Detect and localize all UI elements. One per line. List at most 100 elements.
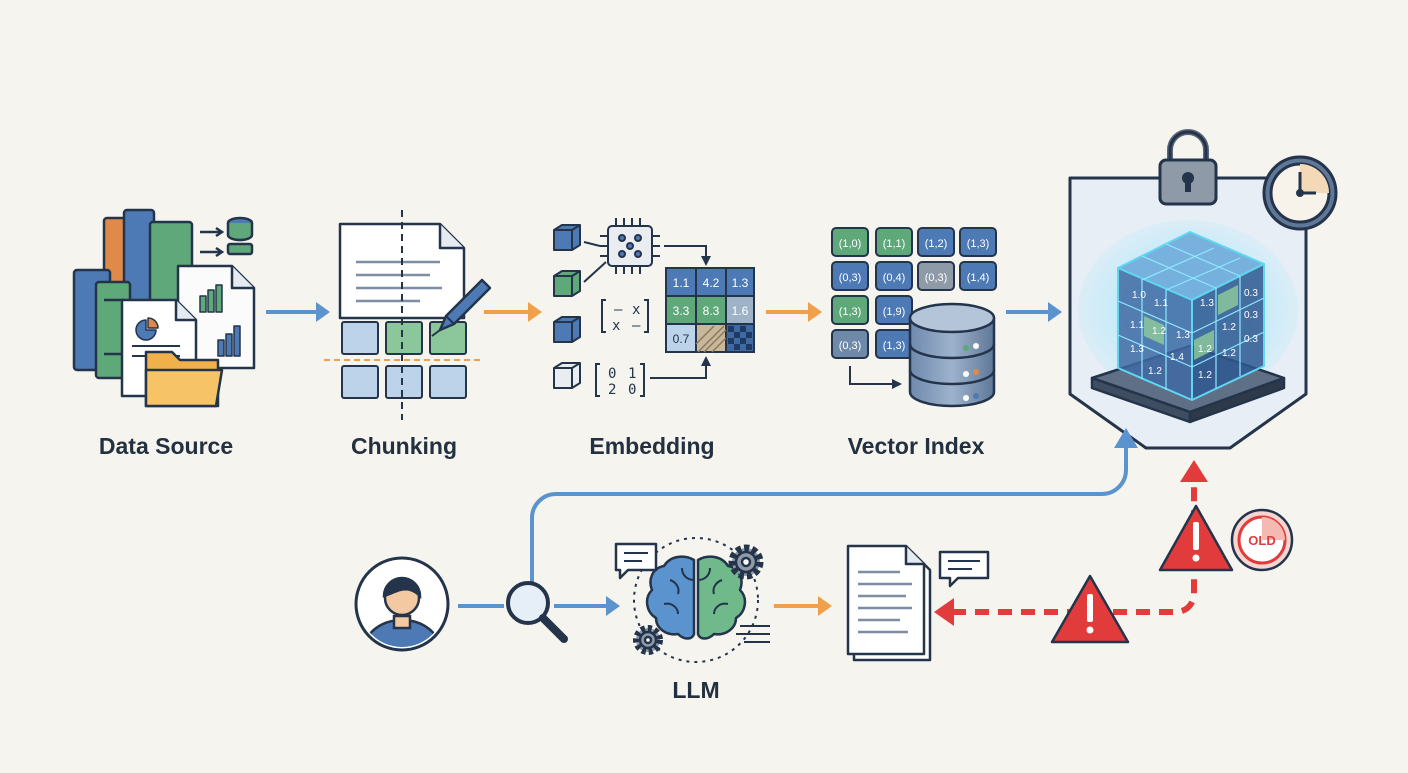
cube-value: 1.4 bbox=[1170, 352, 1184, 363]
cube-value: 1.2 bbox=[1198, 370, 1212, 381]
warning-icon bbox=[1158, 504, 1234, 572]
chat-icon bbox=[938, 550, 990, 588]
database-icon bbox=[200, 216, 254, 258]
arrow-head bbox=[606, 596, 620, 616]
matrix-cell: x bbox=[632, 302, 640, 318]
cube-icon bbox=[553, 316, 581, 343]
vector-cell: (1,4) bbox=[967, 272, 990, 284]
label-llm: LLM bbox=[672, 677, 720, 703]
grid-cell: 8.3 bbox=[703, 304, 720, 318]
cube-value: 1.2 bbox=[1152, 326, 1166, 337]
cube-value: 1.2 bbox=[1198, 344, 1212, 355]
cube-value: 0.3 bbox=[1244, 310, 1258, 321]
scissors-icon bbox=[431, 278, 492, 337]
connector bbox=[650, 356, 711, 379]
matrix-cell: 0 bbox=[628, 382, 636, 398]
grid-cell: 1.3 bbox=[732, 276, 749, 290]
warning-icon bbox=[1050, 574, 1130, 644]
matrix-cell: 0 bbox=[608, 366, 616, 382]
llm-orbit bbox=[633, 537, 759, 663]
cube-value: 1.3 bbox=[1176, 330, 1190, 341]
search-icon bbox=[506, 581, 568, 643]
grid-cell: 1.1 bbox=[673, 276, 690, 290]
cube-value: 1.2 bbox=[1222, 322, 1236, 333]
connector bbox=[849, 366, 902, 389]
vector-cell: (1,3) bbox=[839, 306, 862, 318]
data-cube bbox=[1117, 231, 1265, 401]
vector-cell: (0,4) bbox=[883, 272, 906, 284]
arrow-head bbox=[1114, 428, 1138, 448]
vector-cell: (1,2) bbox=[925, 238, 948, 250]
cube-value: 1.0 bbox=[1132, 290, 1146, 301]
llm-group bbox=[614, 537, 770, 663]
clock-icon bbox=[1262, 155, 1338, 231]
cube-value: 1.2 bbox=[1222, 348, 1236, 359]
connector bbox=[583, 261, 607, 283]
chart-document-icon bbox=[120, 264, 256, 398]
embedding-group: – x x – 0 1 2 0 1.1 4.2 1.3 bbox=[553, 218, 755, 398]
label-embedding: Embedding bbox=[589, 433, 715, 459]
chip-icon bbox=[600, 218, 660, 274]
label-vector-index: Vector Index bbox=[847, 433, 985, 459]
matrix-cell: – bbox=[632, 318, 641, 334]
old-badge-icon: OLD bbox=[1230, 508, 1294, 572]
cube-value: 1.3 bbox=[1130, 344, 1144, 355]
cube-value: 1.1 bbox=[1154, 298, 1168, 309]
connector bbox=[664, 245, 711, 266]
vector-cells bbox=[831, 227, 997, 359]
stale-data-path bbox=[952, 480, 1197, 615]
grid-cell: 0.7 bbox=[673, 332, 690, 346]
vector-cell: (0,3) bbox=[839, 340, 862, 352]
grid-cell: 4.2 bbox=[703, 276, 720, 290]
connector bbox=[583, 241, 601, 247]
matrix-cell: 1 bbox=[628, 366, 636, 382]
arrow-head bbox=[316, 302, 330, 322]
document-icon bbox=[846, 544, 932, 662]
cube-icon bbox=[553, 362, 581, 389]
arrow-head bbox=[1180, 460, 1208, 482]
arrow-head bbox=[528, 302, 542, 322]
database-icon bbox=[908, 302, 996, 408]
cube-value: 1.2 bbox=[1148, 366, 1162, 377]
label-data-source: Data Source bbox=[98, 433, 234, 459]
vector-index-group: (1,0) (1,1) (1,2) (1,3) (0,3) (0,4) (0,3… bbox=[831, 227, 997, 408]
cube-value: 0.3 bbox=[1244, 334, 1258, 345]
matrix-cell: 2 bbox=[608, 382, 616, 398]
grid-cell: 3.3 bbox=[673, 304, 690, 318]
secure-vector-store: 1.0 1.1 1.3 0.3 1.1 1.3 1.2 0.3 1.3 1.2 … bbox=[1068, 129, 1338, 450]
embedding-grid bbox=[665, 267, 755, 353]
cube-value: 0.3 bbox=[1244, 288, 1258, 299]
vector-cell: (1,1) bbox=[883, 238, 906, 250]
cube-icons bbox=[553, 224, 581, 389]
arrow-head bbox=[808, 302, 822, 322]
vector-cell: (0,3) bbox=[925, 272, 948, 284]
retrieval-path bbox=[530, 446, 1128, 592]
lock-icon bbox=[1158, 129, 1218, 206]
arrow-head bbox=[818, 596, 832, 616]
arrow-head bbox=[1048, 302, 1062, 322]
text-lines-icon bbox=[736, 625, 770, 643]
vector-cell: (1,0) bbox=[839, 238, 862, 250]
label-chunking: Chunking bbox=[350, 433, 458, 459]
old-badge-label: OLD bbox=[1248, 533, 1275, 548]
data-source-group bbox=[72, 208, 256, 408]
cube-icon bbox=[553, 224, 581, 251]
vector-cell: (1,3) bbox=[967, 238, 990, 250]
user-icon bbox=[354, 556, 450, 652]
matrix-cell: – bbox=[614, 302, 623, 318]
arrow-head bbox=[934, 598, 954, 626]
matrix-brackets bbox=[595, 299, 649, 397]
chunking-group bbox=[324, 210, 492, 420]
gear-icon bbox=[633, 625, 663, 655]
matrix-cell: x bbox=[612, 318, 620, 334]
vector-cell: (0,3) bbox=[839, 272, 862, 284]
cube-value: 1.1 bbox=[1130, 320, 1144, 331]
chat-icon bbox=[614, 542, 658, 580]
brain-icon bbox=[645, 555, 747, 640]
vector-cell: (1,9) bbox=[883, 306, 906, 318]
vector-cell: (1,3) bbox=[883, 340, 906, 352]
grid-cell: 1.6 bbox=[732, 304, 749, 318]
folder-icon bbox=[144, 350, 224, 408]
